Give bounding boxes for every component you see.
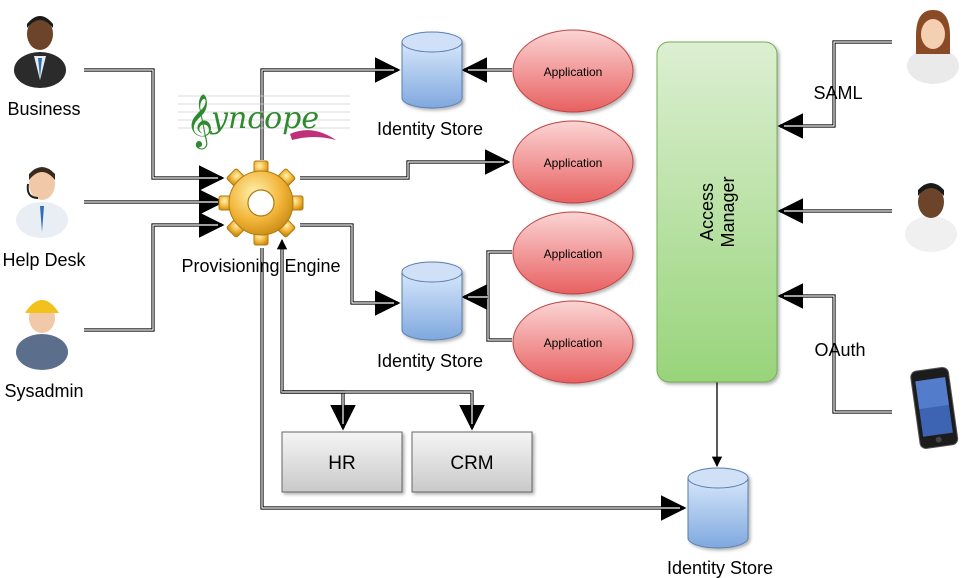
business-label: Business — [7, 99, 80, 119]
identity-store-top — [401, 31, 463, 109]
application-3-label: Application — [544, 247, 603, 261]
female-user-icon — [907, 10, 959, 84]
help-desk-label: Help Desk — [2, 250, 86, 270]
access-manager-label-line1: Access — [697, 183, 717, 241]
feather-icon — [290, 130, 336, 140]
connector-apps-store-middle — [486, 250, 512, 342]
application-3: Application — [512, 211, 634, 295]
sysadmin-label: Sysadmin — [4, 381, 83, 401]
logo-text: yncope — [209, 101, 319, 136]
identity-store-middle — [401, 261, 463, 341]
identity-store-bottom — [687, 467, 749, 549]
access-manager: Access Manager — [656, 41, 778, 383]
connector-engine-crm — [282, 390, 485, 431]
application-1: Application — [512, 29, 634, 113]
identity-store-middle-label: Identity Store — [377, 351, 483, 371]
access-manager-label-line2: Manager — [718, 176, 738, 247]
gear-icon — [218, 160, 304, 246]
hr-box: HR — [281, 431, 403, 493]
connector-engine-app2 — [300, 149, 511, 180]
hr-label: HR — [328, 453, 355, 474]
business-user-icon — [14, 16, 66, 88]
help-desk-user-icon — [16, 167, 68, 238]
application-4: Application — [512, 300, 634, 384]
sysadmin-user-icon — [16, 300, 68, 370]
application-2: Application — [512, 120, 634, 204]
smartphone-icon — [910, 366, 959, 449]
identity-store-bottom-label: Identity Store — [667, 558, 773, 578]
oauth-label: OAuth — [814, 340, 865, 360]
engine-label: Provisioning Engine — [181, 256, 340, 276]
application-1-label: Application — [544, 65, 603, 79]
male-user-icon — [905, 183, 957, 252]
actor-connectors — [84, 68, 225, 332]
syncope-logo: 𝄞 yncope — [178, 93, 350, 149]
application-4-label: Application — [544, 336, 603, 350]
crm-box: CRM — [411, 431, 533, 493]
saml-label: SAML — [813, 83, 862, 103]
treble-clef-icon: 𝄞 — [186, 93, 213, 149]
identity-store-top-label: Identity Store — [377, 119, 483, 139]
application-2-label: Application — [544, 156, 603, 170]
crm-label: CRM — [450, 453, 493, 474]
